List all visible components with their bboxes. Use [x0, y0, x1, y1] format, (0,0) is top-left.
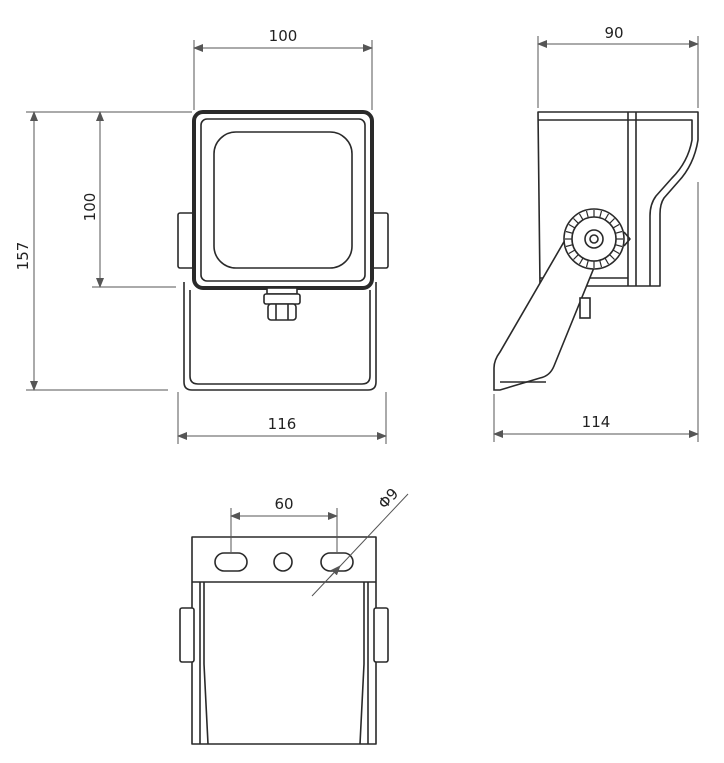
knob-serration	[609, 218, 615, 224]
label-lens-height: 100	[81, 193, 99, 222]
knob-serration	[573, 254, 579, 260]
front-right-knob	[371, 212, 389, 269]
dim-hole-spacing: 60	[230, 495, 338, 552]
cable-gland	[263, 287, 301, 321]
knob-serration	[604, 213, 610, 221]
front-view	[177, 110, 389, 391]
bottom-right-knob	[373, 607, 389, 663]
knob-serration	[612, 223, 620, 229]
hole-center	[273, 552, 293, 572]
knob-serration	[578, 257, 584, 265]
knob-serration	[565, 230, 573, 234]
knob-serration	[568, 223, 576, 229]
front-left-knob	[177, 212, 195, 269]
label-hole-spacing: 60	[274, 495, 293, 513]
bottom-view	[179, 536, 389, 745]
dim-bracket-width: 116	[177, 392, 387, 444]
label-front-width: 100	[269, 27, 298, 45]
knob-serration	[599, 210, 603, 218]
dim-front-width: 100	[193, 27, 373, 110]
knob-serration	[585, 260, 589, 268]
bottom-left-knob	[179, 607, 195, 663]
knob-serration	[615, 230, 623, 234]
knob-serration	[609, 254, 615, 260]
knob-serration	[568, 249, 576, 255]
dim-lens-height: 100	[81, 111, 192, 288]
label-hole-diameter: Φ9	[374, 485, 402, 513]
knob-serration	[565, 244, 573, 248]
knob-serration	[573, 218, 579, 224]
front-lens	[213, 131, 353, 269]
label-side-depth: 90	[604, 24, 623, 42]
side-knob	[563, 208, 631, 270]
dim-overall-height: 157	[14, 111, 168, 391]
dim-hole-diameter: Φ9	[311, 485, 409, 597]
knob-serration	[615, 244, 623, 248]
side-view	[493, 111, 699, 391]
label-overall-height: 157	[14, 242, 32, 271]
label-bracket-width: 116	[268, 415, 297, 433]
front-bracket	[183, 282, 377, 391]
bottom-bracket	[191, 536, 377, 745]
slot-right	[320, 552, 354, 572]
knob-serration	[578, 213, 584, 221]
knob-serration	[585, 210, 589, 218]
dim-side-bracket: 114	[493, 182, 699, 442]
dim-side-depth: 90	[537, 24, 699, 108]
knob-serration	[604, 257, 610, 265]
knob-serration	[599, 260, 603, 268]
side-housing	[537, 111, 699, 287]
knob-serration	[612, 249, 620, 255]
label-side-bracket: 114	[582, 413, 611, 431]
slot-left	[214, 552, 248, 572]
